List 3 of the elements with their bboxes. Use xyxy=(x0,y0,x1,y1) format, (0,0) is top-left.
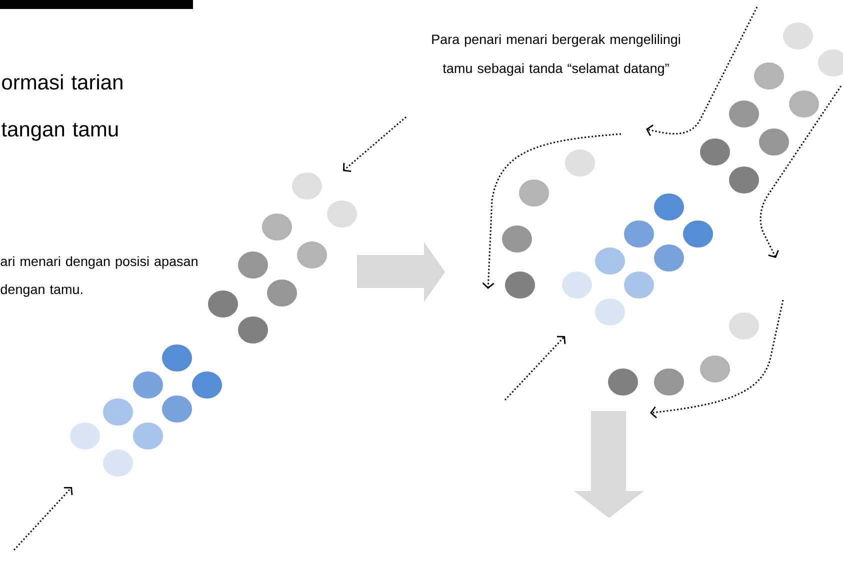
caption-text: Para penari menari bergerak mengelilingi tamu sebagai tanda “selamat datang” xyxy=(432,34,680,76)
heading-text: ormasi tarian tangan tamu xyxy=(2,74,122,141)
caption-text: ari menari dengan posisi apasan dengan tamu. xyxy=(0,256,198,297)
